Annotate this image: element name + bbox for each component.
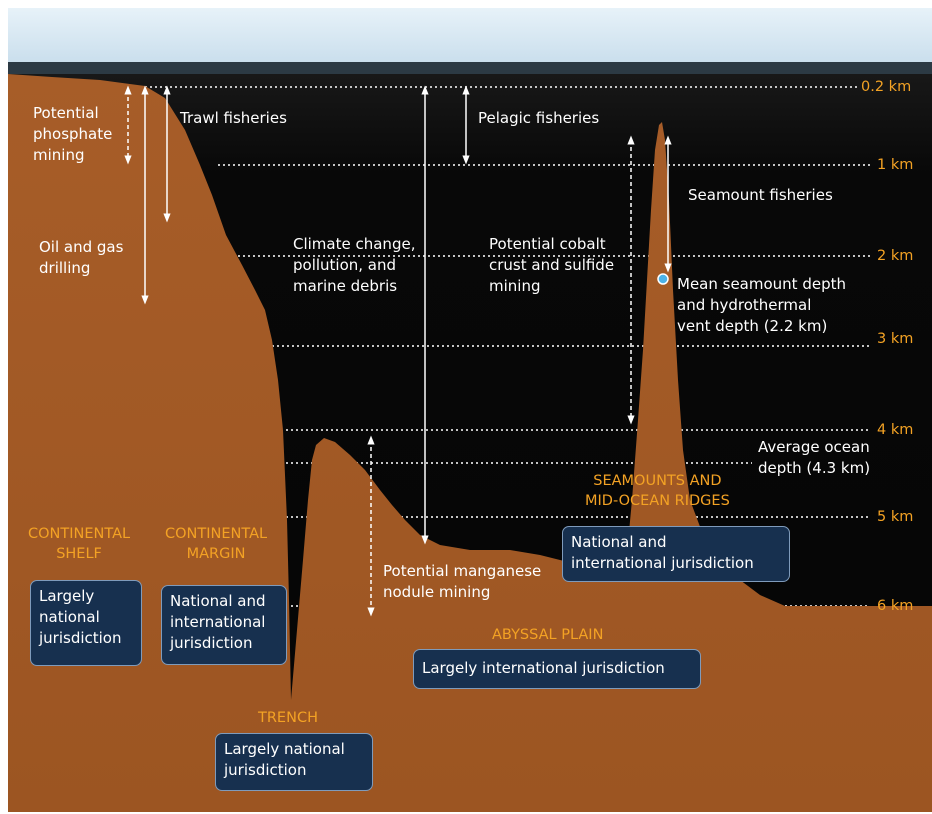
- region-trench: TRENCH: [258, 710, 318, 726]
- jurisdiction-box-seamounts: National and international jurisdiction: [562, 526, 790, 582]
- jurisdiction-box-abyssal: Largely international jurisdiction: [413, 649, 701, 689]
- label-average-ocean-depth: Average ocean depth (4.3 km): [758, 438, 871, 477]
- label-oil-gas-drilling: Oil and gas drilling: [39, 238, 124, 277]
- region-seamounts: SEAMOUNTS AND MID-OCEAN RIDGES: [585, 473, 730, 509]
- label-cobalt-mining: Potential cobalt crust and sulfide minin…: [489, 235, 615, 295]
- label-trawl-fisheries: Trawl fisheries: [180, 109, 287, 127]
- sky: [8, 8, 932, 70]
- region-abyssal-plain: ABYSSAL PLAIN: [492, 627, 604, 643]
- label-phosphate-mining: Potential phosphate mining: [33, 104, 113, 164]
- region-continental-margin: CONTINENTAL MARGIN: [165, 526, 268, 562]
- jurisdiction-box-trench: Largely national jurisdiction: [215, 733, 373, 791]
- depth-label-0-2-km: 0.2 km: [861, 79, 912, 95]
- depth-label-5-km: 5 km: [877, 509, 914, 525]
- ocean-surface: [8, 62, 932, 74]
- label-climate-change: Climate change, pollution, and marine de…: [293, 235, 416, 295]
- circle-marker-icon: [657, 273, 669, 285]
- depth-label-1-km: 1 km: [877, 157, 914, 173]
- depth-guide-lines: [20, 86, 870, 607]
- region-continental-shelf: CONTINENTAL SHELF: [28, 526, 131, 562]
- depth-label-6-km: 6 km: [877, 598, 914, 614]
- depth-label-3-km: 3 km: [877, 331, 914, 347]
- label-seamount-fisheries: Seamount fisheries: [688, 186, 833, 204]
- depth-label-4-km: 4 km: [877, 422, 914, 438]
- label-mean-seamount-depth: Mean seamount depth and hydrothermal ven…: [677, 275, 846, 335]
- depth-label-2-km: 2 km: [877, 248, 914, 264]
- range-arrows: [124, 85, 672, 617]
- label-manganese-mining: Potential manganese nodule mining: [383, 562, 542, 601]
- label-pelagic-fisheries: Pelagic fisheries: [478, 109, 600, 127]
- jurisdiction-box-margin: National and international jurisdiction: [161, 585, 287, 665]
- jurisdiction-box-shelf: Largely national jurisdiction: [30, 580, 142, 666]
